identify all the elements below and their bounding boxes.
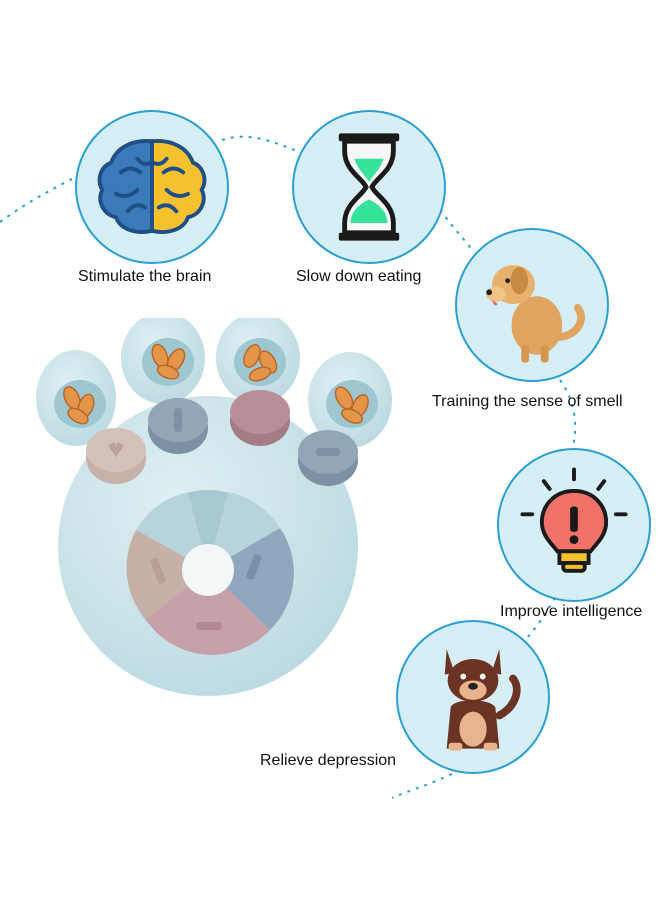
golden-dog-icon bbox=[486, 265, 585, 363]
feature-label-depression: Relieve depression bbox=[260, 752, 397, 769]
feature-label-smell: Training the sense of smell bbox=[432, 393, 623, 410]
lightbulb-icon bbox=[520, 467, 628, 573]
brown-dog-icon bbox=[444, 649, 521, 751]
feature-label-brain: Stimulate the brain bbox=[78, 268, 212, 285]
hourglass-icon bbox=[338, 133, 400, 241]
slider-caps bbox=[86, 390, 358, 486]
brain-icon bbox=[97, 139, 207, 234]
feature-label-intelligence: Improve intelligence bbox=[500, 603, 643, 620]
feature-bubble-brain bbox=[75, 110, 229, 264]
rotating-disc bbox=[126, 490, 294, 655]
feature-bubble-intelligence bbox=[497, 448, 651, 602]
dog-puzzle-feeder-image bbox=[36, 318, 392, 696]
feature-bubble-smell bbox=[455, 228, 609, 382]
feature-label-eating: Slow down eating bbox=[296, 268, 422, 285]
feature-bubble-eating bbox=[292, 110, 446, 264]
feature-bubble-depression bbox=[396, 620, 550, 774]
